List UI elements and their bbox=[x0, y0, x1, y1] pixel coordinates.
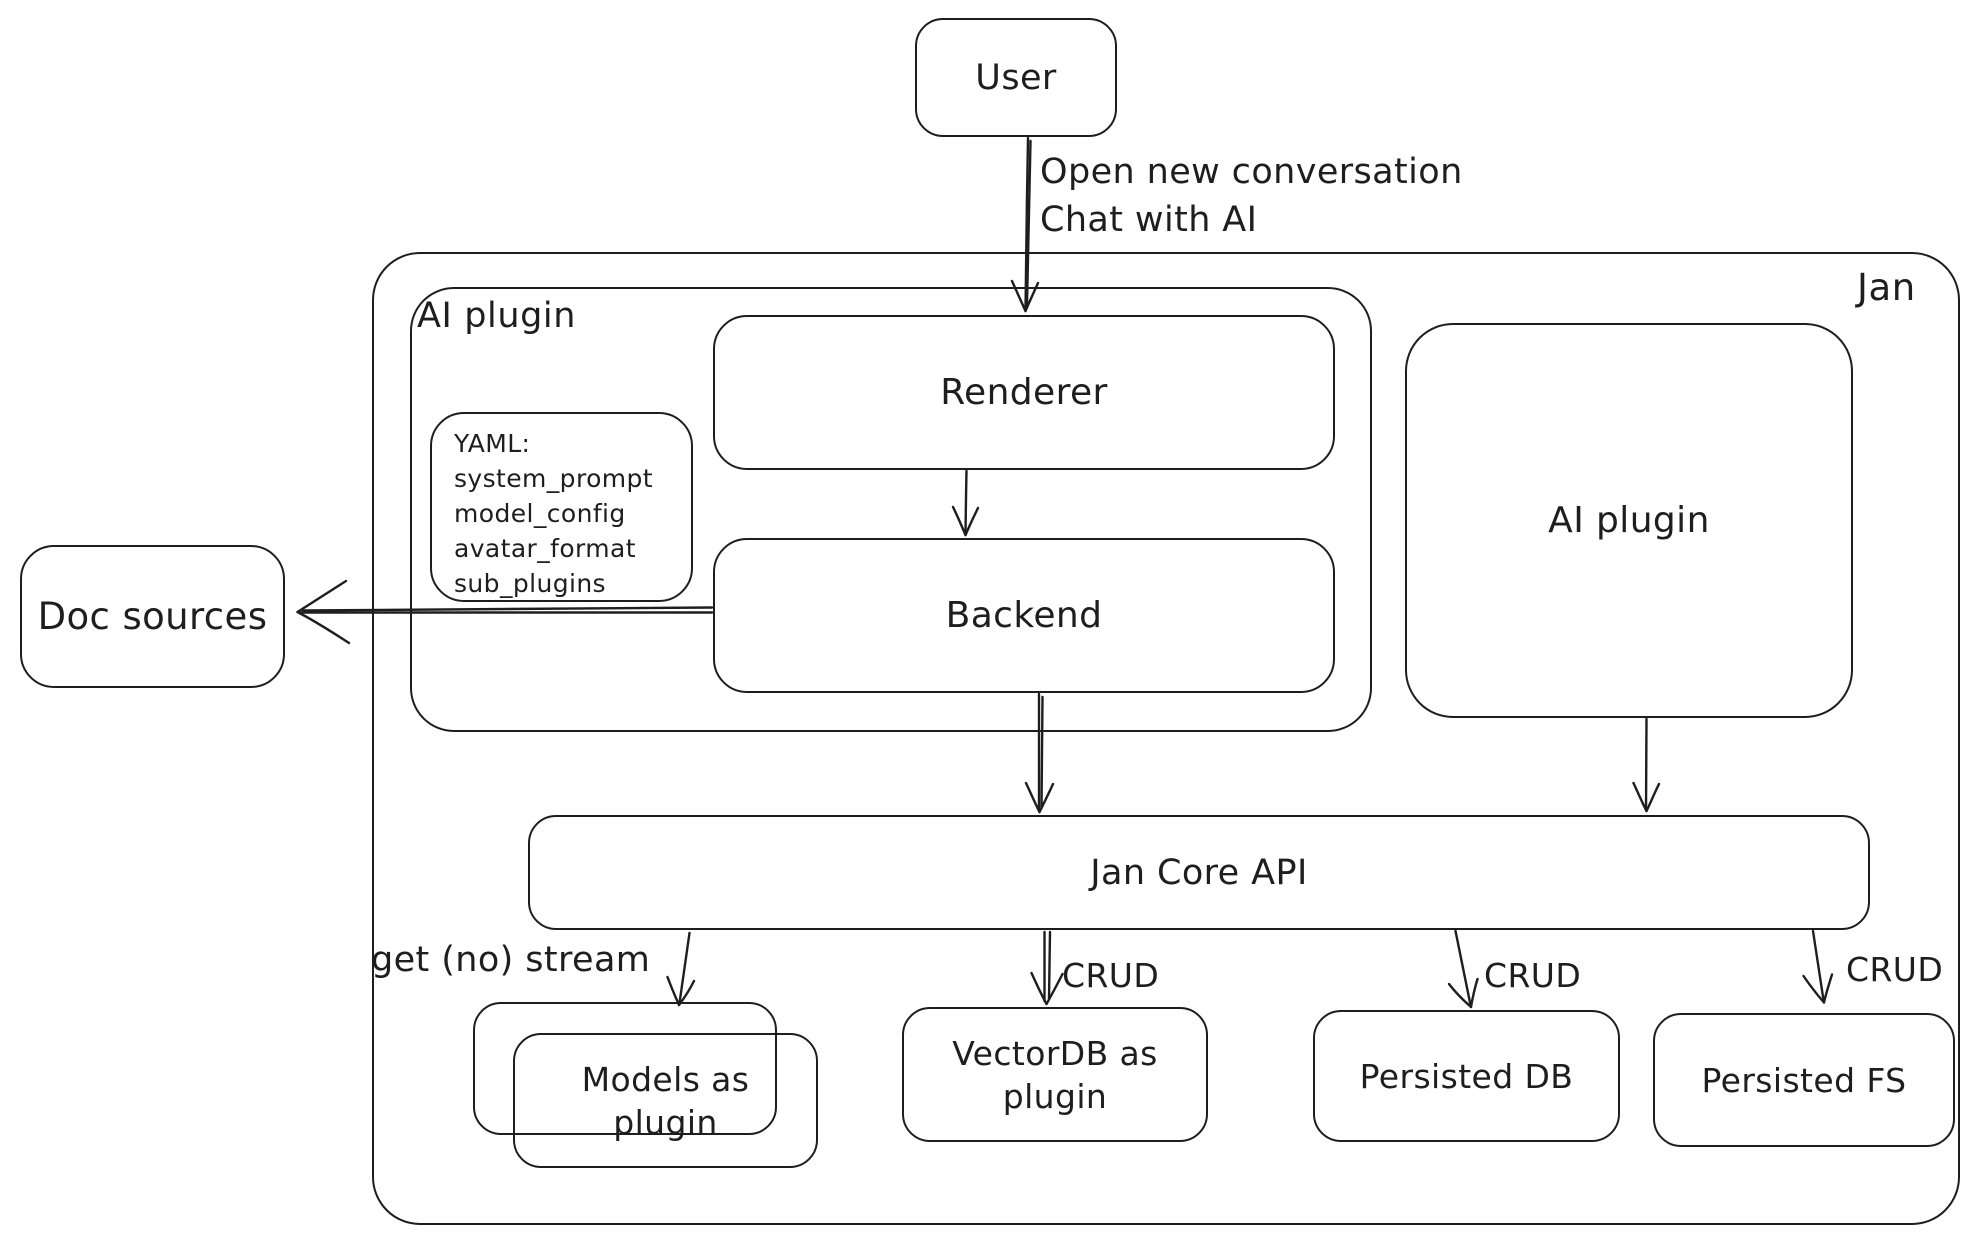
yaml-note-line: system_prompt bbox=[454, 464, 653, 493]
arrow-user-to-renderer bbox=[1010, 136, 1040, 313]
jan-core-api-label: Jan Core API bbox=[1090, 852, 1308, 893]
arrow-renderer-to-backend bbox=[951, 469, 980, 537]
ai-plugin-container-label: AI plugin bbox=[417, 296, 577, 336]
vectordb-as-plugin-node: VectorDB as plugin bbox=[902, 1007, 1208, 1142]
doc-sources-node: Doc sources bbox=[20, 545, 285, 688]
yaml-note-line: model_config bbox=[454, 499, 626, 528]
jan-core-api-node: Jan Core API bbox=[528, 815, 1870, 930]
ai-plugin-container bbox=[410, 287, 1372, 732]
models-as-plugin-label-line2: plugin bbox=[613, 1102, 718, 1142]
persisted-fs-node: Persisted FS bbox=[1653, 1013, 1955, 1147]
doc-sources-label: Doc sources bbox=[37, 595, 268, 638]
models-as-plugin-label-line1: Models as bbox=[581, 1059, 750, 1099]
edge-label-open-chat-line2: Chat with AI bbox=[1040, 200, 1258, 240]
arrow-jan-core-to-models bbox=[666, 931, 696, 1007]
yaml-note-line: avatar_format bbox=[454, 534, 636, 563]
arrow-ai-plugin-to-jan-core-api bbox=[1632, 717, 1661, 813]
renderer-node: Renderer bbox=[713, 315, 1335, 470]
yaml-note-line: YAML: bbox=[454, 429, 531, 458]
ai-plugin-right-label: AI plugin bbox=[1548, 500, 1710, 541]
yaml-note-line: sub_plugins bbox=[454, 569, 606, 598]
ai-plugin-right-node: AI plugin bbox=[1405, 323, 1853, 718]
models-as-plugin-back-node bbox=[473, 1002, 777, 1135]
edge-label-crud-persisted-fs: CRUD bbox=[1846, 950, 1944, 989]
renderer-label: Renderer bbox=[940, 372, 1108, 413]
edge-label-get-no-stream: get (no) stream bbox=[371, 940, 651, 980]
arrow-backend-to-jan-core-api bbox=[1024, 692, 1055, 814]
edge-label-open-chat-line1: Open new conversation bbox=[1040, 152, 1463, 192]
user-label: User bbox=[975, 57, 1057, 98]
models-as-plugin-node: Models as plugin bbox=[513, 1033, 818, 1168]
arrow-jan-core-to-persisted-db bbox=[1447, 929, 1479, 1009]
jan-container-label: Jan bbox=[1857, 266, 1916, 309]
arrow-jan-core-to-persisted-fs bbox=[1802, 929, 1834, 1004]
backend-node: Backend bbox=[713, 538, 1335, 693]
arrow-jan-core-to-vectordb bbox=[1030, 930, 1064, 1006]
vectordb-label-line2: plugin bbox=[1002, 1076, 1108, 1116]
yaml-note: YAML: system_prompt model_config avatar_… bbox=[430, 412, 693, 602]
vectordb-label-line1: VectorDB as bbox=[952, 1033, 1158, 1073]
edge-label-crud-vectordb: CRUD bbox=[1062, 956, 1160, 995]
edge-label-crud-persisted-db: CRUD bbox=[1484, 956, 1582, 995]
arrow-backend-to-doc-sources bbox=[296, 579, 714, 645]
jan-container bbox=[372, 252, 1960, 1225]
edge-label-open-chat: Open new conversation Chat with AI bbox=[1040, 148, 1463, 244]
persisted-db-node: Persisted DB bbox=[1313, 1010, 1620, 1142]
persisted-fs-label: Persisted FS bbox=[1701, 1060, 1907, 1100]
user-node: User bbox=[915, 18, 1117, 137]
persisted-db-label: Persisted DB bbox=[1359, 1056, 1574, 1096]
backend-label: Backend bbox=[945, 595, 1103, 636]
